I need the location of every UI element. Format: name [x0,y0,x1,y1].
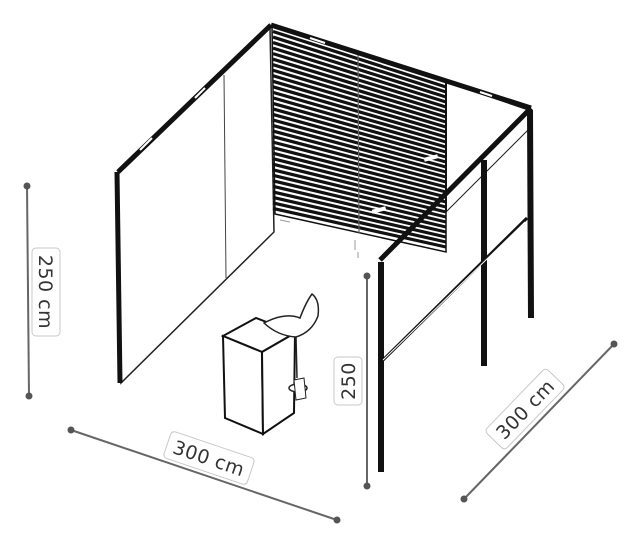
slat [272,52,447,109]
slat [272,35,447,94]
slat [272,146,447,194]
dimension-height-front-label: 250 [338,362,360,400]
slatwall-back-panel [271,24,447,253]
slat [272,46,447,104]
slat [272,74,447,129]
slat [272,90,447,144]
dimension-height-left: 250 cm [23,182,61,400]
slat [272,162,447,209]
slat [272,79,447,134]
slat [272,179,447,224]
dimension-height-front: 250 [333,272,371,490]
slat [272,30,447,89]
slat [272,41,447,99]
slat [272,123,447,174]
slat [272,57,447,114]
dimension-width-front: 300 cm [67,426,341,524]
slat [272,168,447,214]
slat [272,107,447,159]
bar-stool [262,292,320,401]
slat [272,151,447,199]
slat [272,140,447,189]
slat [272,112,447,164]
slat [272,63,447,119]
slat [272,101,447,154]
slat [272,118,447,169]
dimension-height-left-label: 250 cm [34,255,56,329]
slat [272,157,447,204]
slat [272,96,447,149]
slat [272,173,447,219]
slat [272,135,447,184]
booth-structure [114,22,534,472]
slat [272,68,447,124]
counter-desk [220,316,298,436]
slat [272,129,447,179]
slat [272,85,447,139]
